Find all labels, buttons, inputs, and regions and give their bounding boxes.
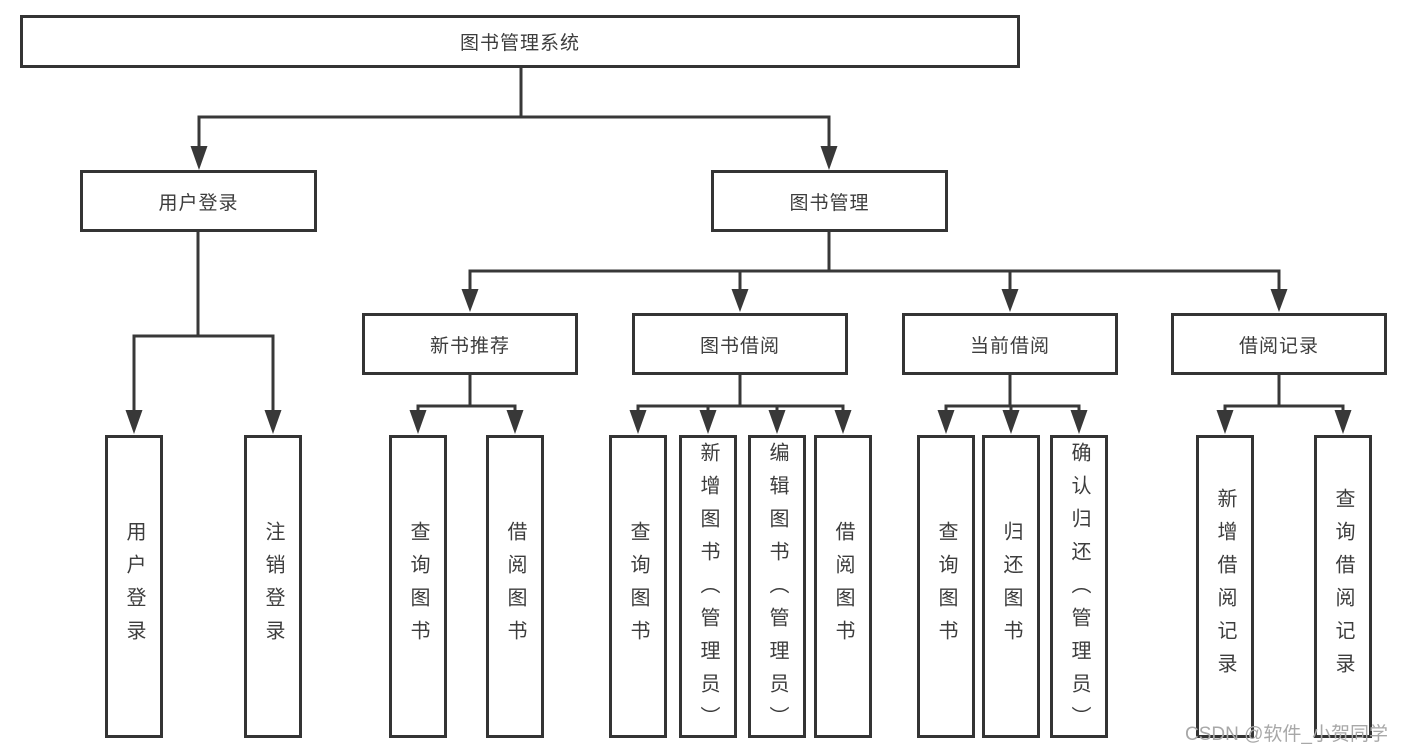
connector-borrowing-to-leaves [636,373,845,416]
arrowhead [629,410,647,434]
connector-current-to-leaves [944,373,1081,416]
leaf-query-books-1: 查询图书 [389,435,447,738]
node-label: 查询图书 [935,520,957,653]
node-label: 查询借阅记录 [1332,487,1354,686]
arrowhead [1001,289,1019,312]
connector-userlogin-to-leaves [132,230,275,417]
node-label: 图书管理系统 [459,33,580,54]
node-label: 新书推荐 [429,335,510,357]
node-library-system: 图书管理系统 [20,15,1020,68]
arrowhead [506,410,524,434]
node-book-management: 图书管理 [711,170,948,232]
node-user-login: 用户登录 [80,170,317,232]
arrowhead [1216,410,1234,434]
node-label: 确认归还（管理员） [1068,441,1090,739]
node-label: 新增图书（管理员） [697,441,719,739]
arrowhead [820,146,838,170]
leaf-borrow-books-2: 借阅图书 [814,435,872,738]
node-label: 用户登录 [158,192,239,214]
arrowhead [834,410,852,434]
arrowhead [264,410,282,434]
arrowhead [1070,410,1088,434]
node-label: 编辑图书（管理员） [766,441,788,739]
node-borrowing-records: 借阅记录 [1171,313,1387,375]
connector-newbooks-to-leaves [416,373,517,416]
leaf-confirm-return-admin: 确认归还（管理员） [1050,435,1108,739]
arrowhead [125,410,143,434]
node-label: 借阅图书 [832,520,854,653]
leaf-add-books-admin: 新增图书（管理员） [679,435,737,739]
node-label: 借阅图书 [504,520,526,653]
arrowhead [937,410,955,434]
leaf-return-books: 归还图书 [982,435,1040,738]
node-new-book-recommend: 新书推荐 [362,313,578,375]
node-label: 当前借阅 [969,335,1050,357]
node-label: 归还图书 [1000,520,1022,653]
leaf-query-books-3: 查询图书 [917,435,975,738]
connector-bookmgmt-to-level3 [468,230,1281,296]
node-label: 注销登录 [262,520,284,653]
csdn-watermark: CSDN @软件_小贺同学 [1185,724,1388,745]
leaf-user-login: 用户登录 [105,435,163,738]
connector-records-to-leaves [1223,373,1345,416]
leaf-query-books-2: 查询图书 [609,435,667,738]
arrowhead [1002,410,1020,434]
node-book-borrowing: 图书借阅 [632,313,848,375]
arrowhead [1334,410,1352,434]
arrowhead [190,146,208,170]
connector-root-to-level2 [197,66,831,154]
node-current-borrowing: 当前借阅 [902,313,1118,375]
leaf-logout: 注销登录 [244,435,302,738]
node-label: 借阅记录 [1238,335,1319,357]
arrowhead [409,410,427,434]
node-label: 图书管理 [789,192,870,214]
node-label: 图书借阅 [699,335,780,357]
leaf-add-borrow-record: 新增借阅记录 [1196,435,1254,738]
node-label: 用户登录 [123,520,145,653]
leaf-query-borrow-record: 查询借阅记录 [1314,435,1372,738]
node-label: 查询图书 [407,520,429,653]
arrowhead [461,289,479,312]
leaf-borrow-books-1: 借阅图书 [486,435,544,738]
node-label: 新增借阅记录 [1214,487,1236,686]
leaf-edit-books-admin: 编辑图书（管理员） [748,435,806,739]
arrowhead [768,410,786,434]
arrowhead [1270,289,1288,312]
arrowhead [731,289,749,312]
arrowhead [699,410,717,434]
node-label: 查询图书 [627,520,649,653]
